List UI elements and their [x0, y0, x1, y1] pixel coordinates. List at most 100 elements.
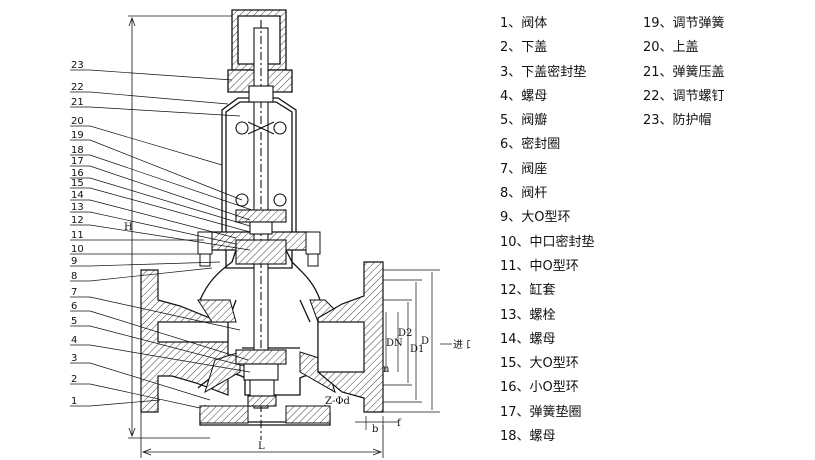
part-row: 22、调节螺钉 — [643, 85, 725, 109]
dim-d-label: D — [421, 336, 429, 347]
part-number: 19、 — [643, 16, 673, 31]
part-name: 下盖 — [521, 40, 548, 56]
part-row: 3、下盖密封垫 — [500, 61, 595, 85]
part-name: 螺母 — [521, 88, 548, 104]
dim-b-label: b — [372, 424, 378, 435]
callout-leader-line — [89, 125, 223, 166]
callout-number: 9 — [71, 256, 77, 267]
dim-l-label: L — [258, 441, 265, 452]
part-number: 9、 — [500, 210, 522, 226]
part-row: 15、大O型环 — [500, 352, 595, 376]
callout-leader-line — [89, 187, 251, 233]
part-number: 5、 — [500, 113, 522, 129]
callout-number: 8 — [71, 271, 77, 282]
part-name: 弹簧垫圈 — [529, 404, 582, 420]
callout-leader-line — [89, 69, 233, 81]
dim-n-label: n — [383, 364, 390, 375]
valve-section-drawing: H L — [70, 9, 470, 458]
callout-leader-line — [89, 362, 211, 401]
part-name: 中口密封垫 — [529, 234, 595, 250]
part-name: 螺栓 — [529, 307, 556, 323]
part-number: 1、 — [500, 16, 522, 31]
part-number: 10、 — [500, 234, 530, 250]
callout-number: 15 — [71, 178, 84, 189]
callout-leader-line — [89, 399, 161, 407]
callout-number: 17 — [71, 156, 84, 167]
callout-number: 3 — [71, 353, 77, 364]
part-name: 大O型环 — [521, 210, 571, 226]
part-name: 阀座 — [521, 161, 548, 177]
inlet-label: 进 口 — [453, 339, 470, 351]
callout-number: 1 — [71, 396, 77, 407]
part-number: 16、 — [500, 380, 530, 396]
callout-number: 11 — [71, 230, 84, 241]
callout-leader-line — [89, 296, 241, 331]
part-row: 6、密封圈 — [500, 133, 595, 157]
callout-leader-line — [89, 199, 237, 239]
part-number: 12、 — [500, 283, 530, 299]
part-name: 防护帽 — [672, 113, 712, 129]
callout-leader-line — [89, 106, 241, 117]
part-name: 小O型环 — [529, 380, 579, 396]
part-number: 7、 — [500, 161, 522, 177]
part-number: 3、 — [500, 64, 522, 80]
outlet-right-flange — [317, 261, 384, 413]
callout-leader-line — [89, 224, 251, 251]
part-name: 螺母 — [529, 429, 556, 445]
part-row: 16、小O型环 — [500, 376, 595, 400]
callout-number: 6 — [71, 301, 77, 312]
callout-leader-line — [89, 261, 221, 267]
part-number: 18、 — [500, 429, 530, 445]
part-number: 21、 — [643, 64, 673, 80]
inlet-left-flange — [140, 269, 229, 413]
part-number: 22、 — [643, 88, 673, 104]
callout-leader-line — [89, 165, 251, 221]
part-row: 1、阀体 — [500, 12, 595, 36]
callout-number: 12 — [71, 215, 84, 226]
callout-number: 23 — [71, 60, 84, 71]
part-row: 18、螺母 — [500, 425, 595, 449]
dim-d2-label: D2 — [398, 328, 412, 339]
part-number: 11、 — [500, 258, 530, 274]
part-number: 23、 — [643, 113, 673, 129]
part-number: 4、 — [500, 88, 522, 104]
part-number: 14、 — [500, 331, 530, 347]
callout-number: 14 — [71, 190, 84, 201]
callout-number: 20 — [71, 116, 84, 127]
callout-number: 5 — [71, 316, 77, 327]
callout-number: 16 — [71, 168, 84, 179]
dim-bolts-label: Z-Φd — [325, 396, 351, 407]
part-name: 密封圈 — [521, 137, 561, 153]
dim-h-label: H — [124, 222, 133, 233]
part-name: 阀体 — [521, 16, 548, 31]
part-row: 12、缸套 — [500, 279, 595, 303]
callout-number: 2 — [71, 374, 77, 385]
callout-leader-line — [89, 139, 243, 201]
callout-number: 10 — [71, 244, 84, 255]
callout-leader-line — [89, 310, 249, 361]
callout-leader-line — [89, 344, 251, 373]
flange-dimensions — [355, 269, 452, 430]
part-row: 13、螺栓 — [500, 304, 595, 328]
part-number: 2、 — [500, 40, 522, 56]
part-row: 23、防护帽 — [643, 109, 725, 133]
part-name: 弹簧压盖 — [672, 64, 725, 80]
part-number: 17、 — [500, 404, 530, 420]
disc-and-seat — [235, 349, 287, 407]
dim-f-label: f — [397, 418, 402, 429]
part-name: 大O型环 — [529, 356, 579, 372]
part-row: 8、阀杆 — [500, 182, 595, 206]
callout-number: 18 — [71, 145, 84, 156]
part-number: 8、 — [500, 186, 522, 202]
part-name: 上盖 — [672, 40, 699, 56]
part-name: 调节弹簧 — [672, 16, 725, 31]
mid-bolts — [197, 231, 321, 267]
part-number: 6、 — [500, 137, 522, 153]
part-name: 调节螺钉 — [672, 88, 725, 104]
part-number: 20、 — [643, 40, 673, 56]
part-row: 5、阀瓣 — [500, 109, 595, 133]
part-name: 阀瓣 — [521, 113, 548, 129]
